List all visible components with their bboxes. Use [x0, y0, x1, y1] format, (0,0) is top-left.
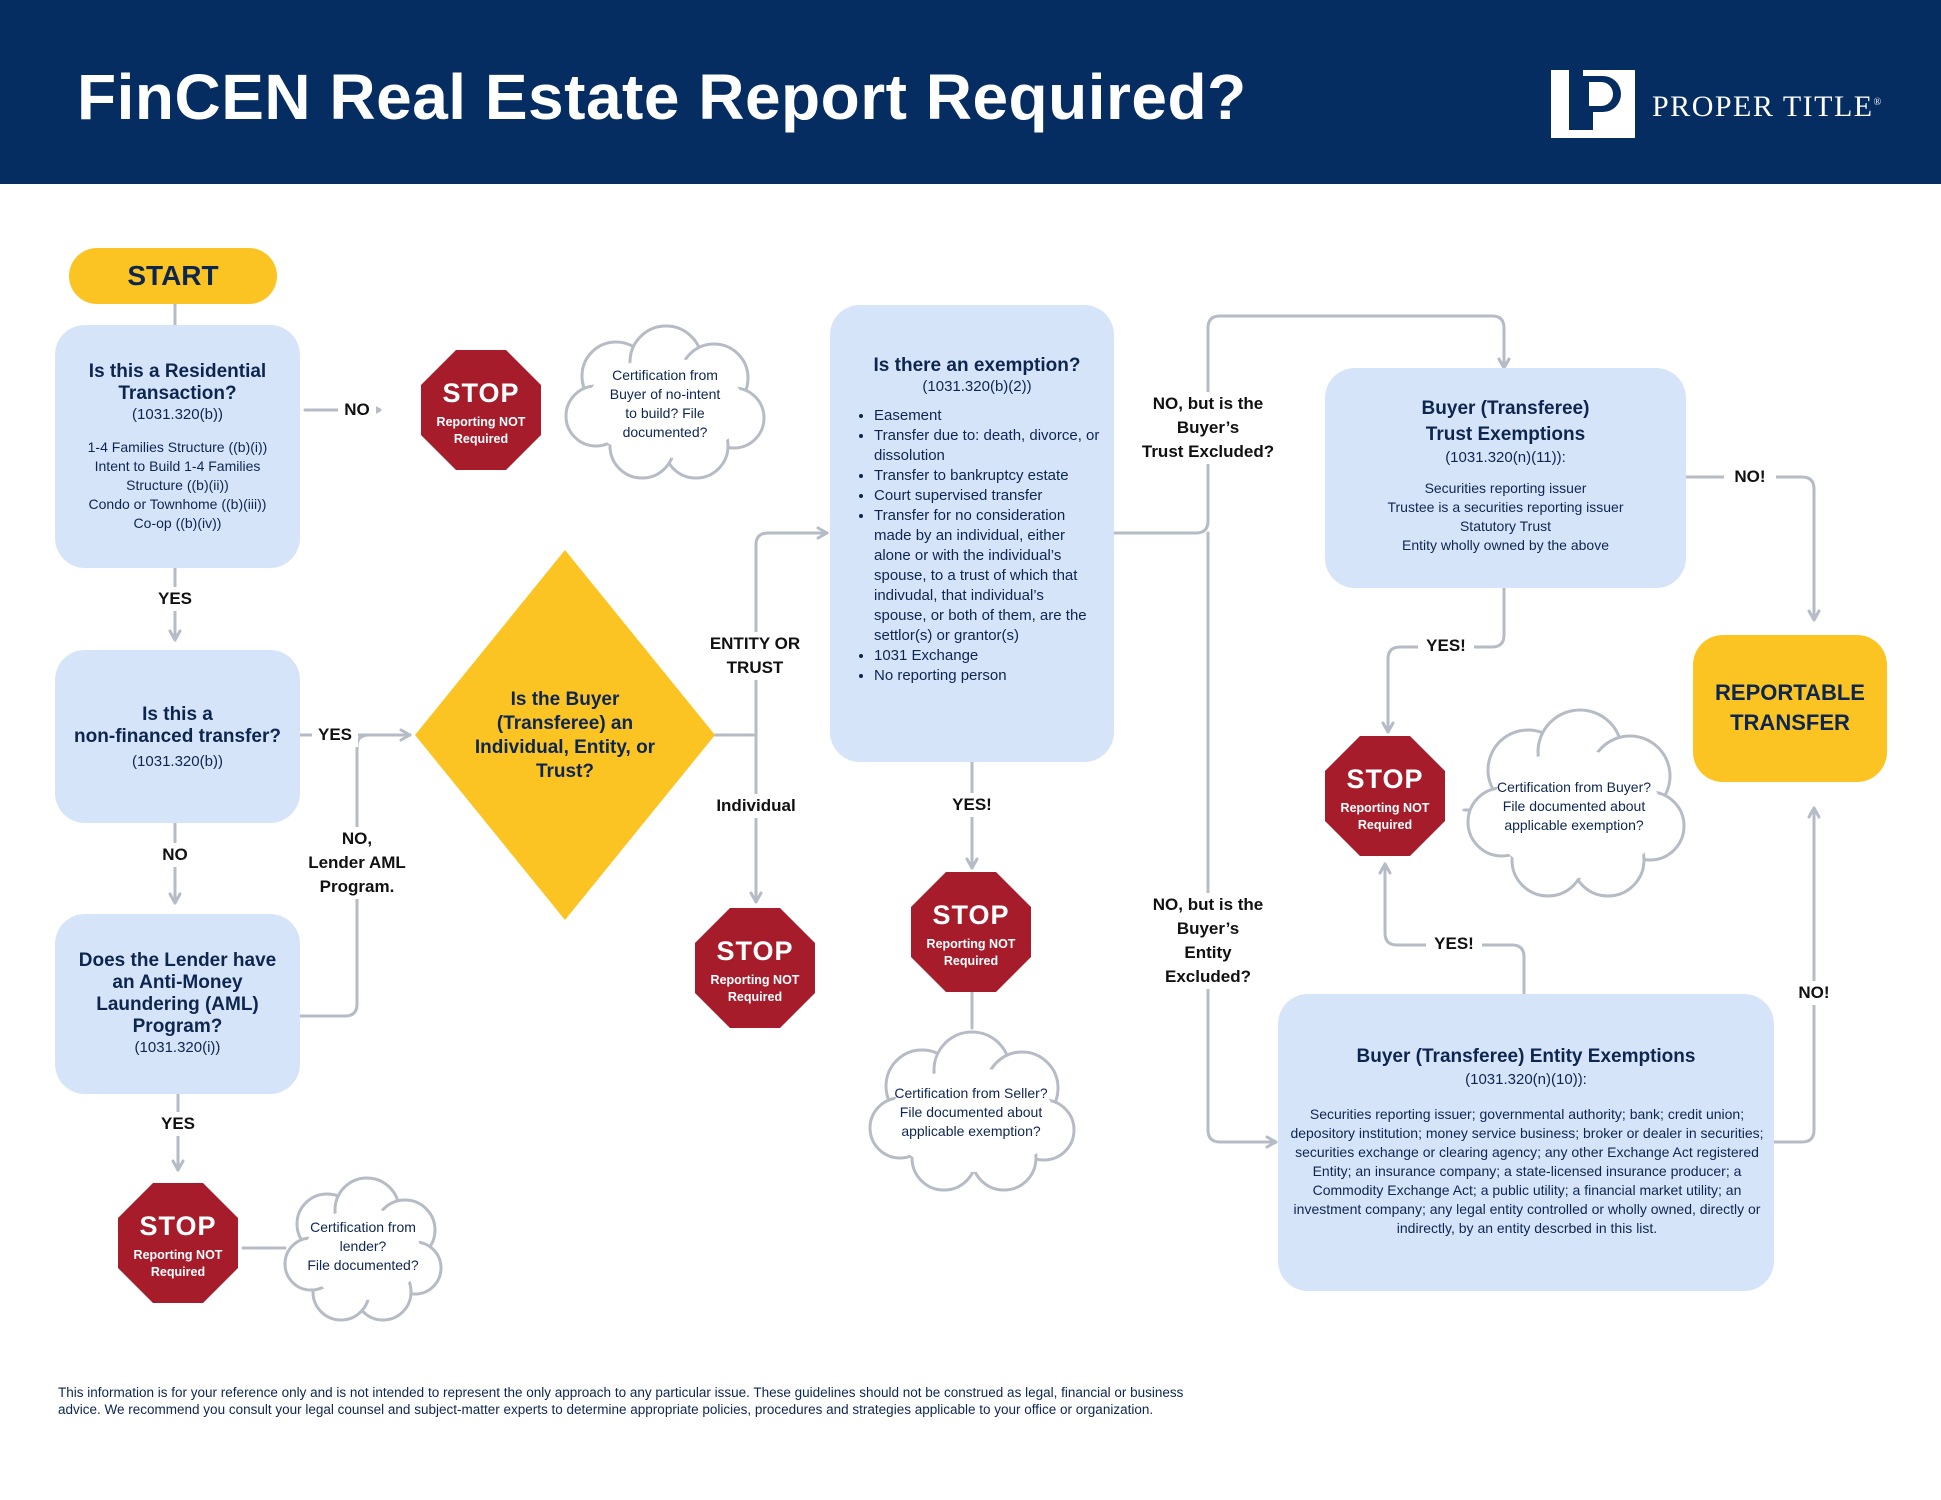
label-yes-lender: YES [155, 1112, 201, 1136]
residential-question: Is this a Residential Transaction? [88, 361, 267, 404]
exemption-ref: (1031.320(b)(2)) [922, 378, 1032, 395]
cloud-buyer-certification: Certification from Buyer?File documented… [1462, 708, 1686, 904]
label-no-trust: NO! [1724, 465, 1776, 489]
entity-exemptions-title: Buyer (Transferee) Entity Exemptions [1356, 1046, 1696, 1067]
nonfinanced-question: Is this a non-financed transfer? [74, 704, 281, 747]
residential-ref: (1031.320(b)) [132, 406, 223, 423]
residential-question-box: Is this a Residential Transaction? (1031… [55, 325, 300, 568]
reportable-transfer-box: REPORTABLE TRANSFER [1693, 635, 1887, 782]
thought-cloud-icon [564, 324, 766, 480]
stop-sign-icon [118, 1183, 238, 1303]
footer-disclaimer: This information is for your reference o… [58, 1385, 1184, 1417]
label-no-entity: NO! [1788, 981, 1840, 1005]
thought-cloud-icon [868, 1030, 1076, 1192]
thought-cloud-icon [283, 1176, 443, 1322]
nonfinanced-ref: (1031.320(b)) [132, 753, 223, 770]
trust-exemptions-items: Securities reporting issuer Trustee is a… [1387, 480, 1624, 553]
label-no-residential: NO [338, 398, 376, 422]
nonfinanced-question-box: Is this a non-financed transfer? (1031.3… [55, 650, 300, 823]
trust-exemptions-title: Buyer (Transferee) Trust Exemptions [1421, 398, 1590, 445]
label-yes-exemption: YES! [946, 793, 998, 817]
stop-sign-icon [695, 908, 815, 1028]
exemption-list: Easement Transfer due to: death, divorce… [854, 406, 1100, 686]
trust-exemptions-box: Buyer (Transferee) Trust Exemptions (103… [1325, 368, 1686, 588]
start-pill: START [69, 248, 277, 304]
entity-exemptions-box: Buyer (Transferee) Entity Exemptions (10… [1278, 994, 1774, 1291]
lender-aml-question-box: Does the Lender have an Anti-Money Laund… [55, 914, 300, 1094]
trust-exemptions-ref: (1031.320(n)(11)): [1445, 449, 1566, 466]
label-yes-entity: YES! [1426, 932, 1482, 956]
thought-cloud-icon [1466, 708, 1686, 898]
entity-exemptions-ref: (1031.320(n)(10)): [1465, 1071, 1587, 1088]
label-yes-trust: YES! [1418, 634, 1474, 658]
stop-sign-icon [1325, 736, 1445, 856]
cloud-seller-certification: Certification from Seller?File documente… [862, 1028, 1080, 1196]
stop-sign-icon [911, 872, 1031, 992]
header-banner: FinCEN Real Estate Report Required? PROP… [0, 0, 1941, 184]
label-individual: Individual [704, 794, 808, 818]
label-yes-residential: YES [152, 587, 198, 611]
label-yes-nonfinanced: YES [312, 723, 358, 747]
proper-title-logo-text: PROPER TITLE® [1652, 90, 1883, 123]
lender-aml-question: Does the Lender have an Anti-Money Laund… [78, 950, 277, 1037]
buyer-type-diamond [415, 550, 715, 920]
page-title: FinCEN Real Estate Report Required? [77, 61, 1247, 133]
proper-title-logo-icon [1551, 70, 1635, 138]
entity-exemptions-body: Securities reporting issuer; governmenta… [1290, 1106, 1764, 1236]
stop-sign-icon [421, 350, 541, 470]
residential-items: 1-4 Families Structure ((b)(i)) Intent t… [87, 439, 268, 531]
buyer-type-question: Is the Buyer (Transferee) an Individual,… [474, 689, 656, 782]
label-no-nonfinanced: NO [155, 843, 195, 867]
exemption-question: Is there an exemption? [873, 355, 1081, 376]
lender-aml-ref: (1031.320(i)) [134, 1039, 221, 1056]
exemption-question-box: Is there an exemption? (1031.320(b)(2)) … [830, 305, 1114, 762]
